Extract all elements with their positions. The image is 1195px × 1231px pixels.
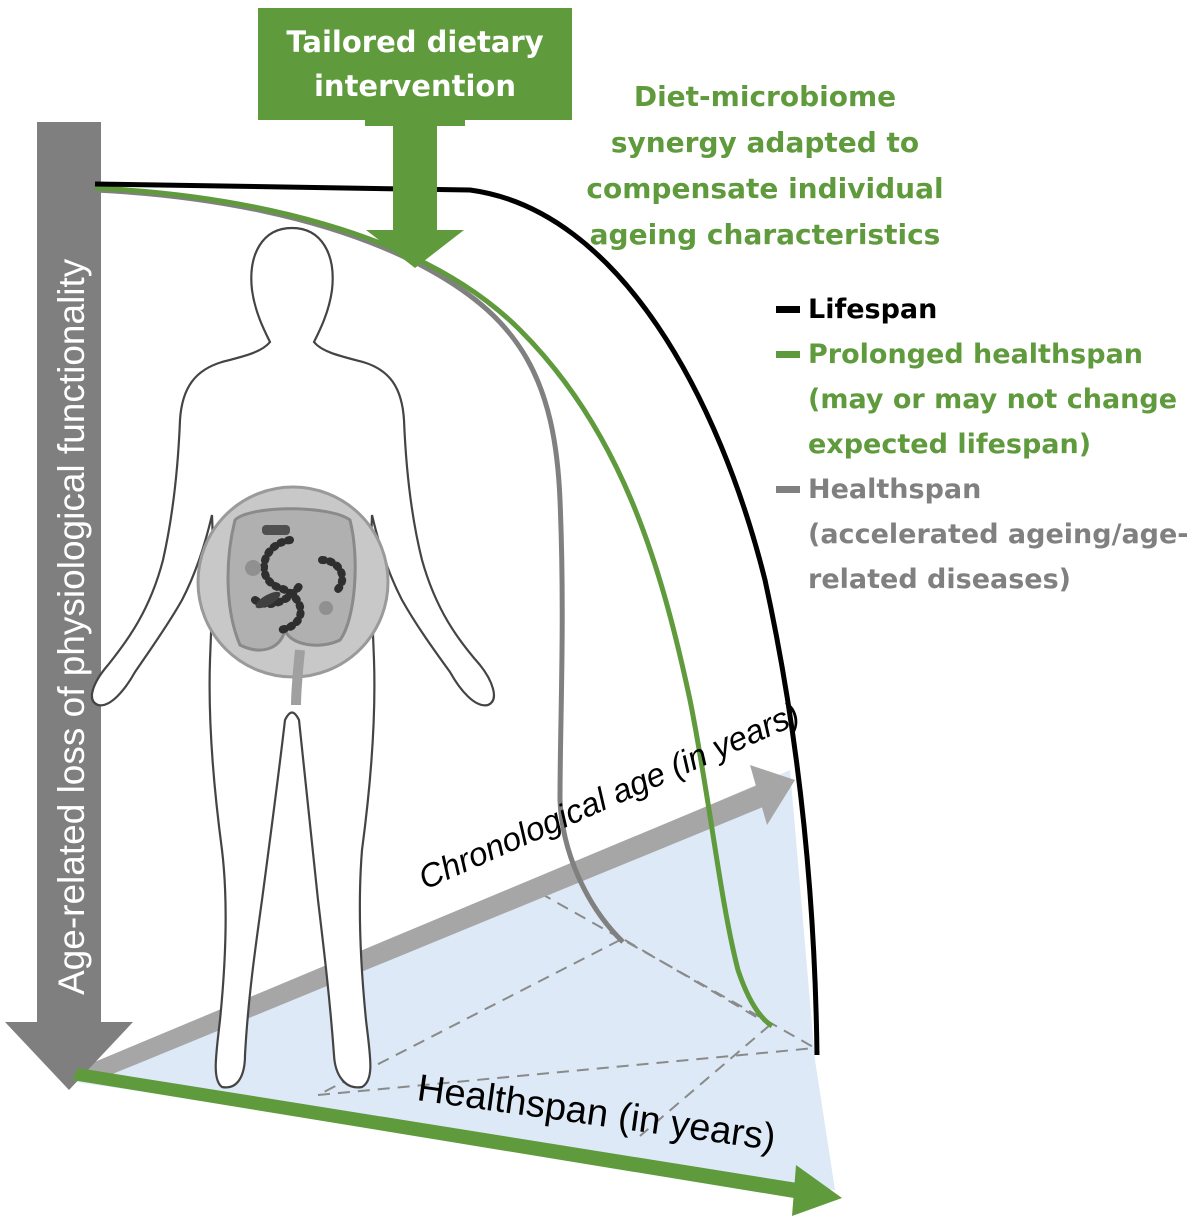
legend-swatch-lifespan — [776, 306, 800, 313]
vertical-axis-label: Age-related loss of physiological functi… — [51, 258, 92, 995]
chronological-age-arrow — [80, 765, 795, 1080]
legend-item-prolonged-healthspan: Prolonged healthspan (may or may not cha… — [776, 332, 1195, 467]
intervention-arrow — [365, 118, 465, 268]
floor-plane — [75, 770, 835, 1190]
intervention-label-line1: Tailored dietary — [286, 25, 544, 59]
legend-swatch-prolonged-healthspan — [776, 351, 800, 358]
legend-item-lifespan: Lifespan — [776, 287, 1195, 332]
legend: Lifespan Prolonged healthspan (may or ma… — [776, 287, 1195, 602]
diet-note-line3: compensate individual — [586, 172, 944, 205]
legend-note: (accelerated ageing/age- — [808, 519, 1189, 550]
legend-note: (may or may not change — [808, 384, 1178, 415]
prolonged-healthspan-curve — [94, 185, 774, 1029]
gut-microbiome-icon — [196, 485, 390, 706]
lifespan-curve — [94, 181, 820, 1056]
diet-note-line1: Diet-microbiome — [633, 80, 897, 113]
diet-note-line4: ageing characteristics — [589, 218, 941, 251]
legend-note: expected lifespan) — [808, 429, 1092, 460]
diet-microbiome-note: Diet-microbiome synergy adapted to compe… — [585, 74, 945, 258]
functionality-arrow — [5, 122, 133, 1090]
intervention-label-line2: intervention — [313, 69, 516, 103]
intervention-box: Tailored dietary intervention — [258, 8, 572, 120]
legend-note: related diseases) — [808, 564, 1072, 595]
legend-item-healthspan: Healthspan (accelerated ageing/age- rela… — [776, 467, 1195, 602]
legend-label: Prolonged healthspan — [808, 339, 1144, 370]
legend-label: Lifespan — [808, 294, 938, 325]
legend-swatch-healthspan — [776, 486, 800, 493]
healthspan-arrow — [72, 1068, 842, 1216]
diet-note-line2: synergy adapted to — [610, 126, 920, 159]
legend-label: Healthspan — [808, 474, 982, 505]
